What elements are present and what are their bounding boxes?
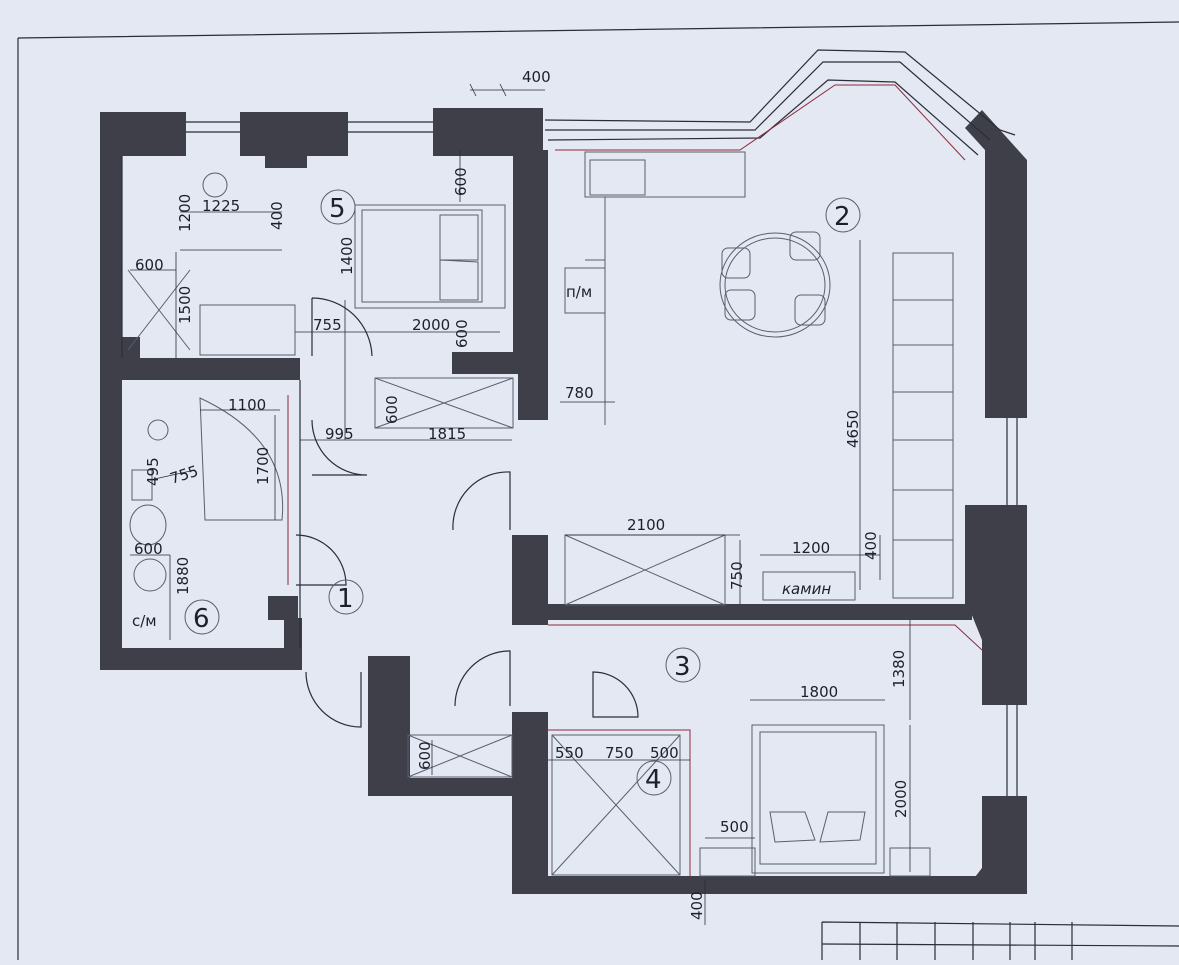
dim-2100: 2100 bbox=[627, 516, 665, 534]
hall-fixtures bbox=[374, 377, 514, 778]
room6-fixtures bbox=[129, 397, 284, 592]
windows bbox=[121, 49, 1018, 796]
dim-495: 495 bbox=[144, 457, 162, 486]
dim-1800: 1800 bbox=[800, 683, 838, 701]
dim-400-r2: 400 bbox=[862, 531, 880, 560]
dim-1200-r5: 1200 bbox=[176, 194, 194, 232]
dim-500-r4: 500 bbox=[650, 744, 679, 762]
dim-500-r3: 500 bbox=[720, 818, 749, 836]
dim-550: 550 bbox=[555, 744, 584, 762]
room-number-5: 5 bbox=[329, 194, 346, 224]
dim-1815: 1815 bbox=[428, 425, 466, 443]
dim-600-r5-top: 600 bbox=[452, 167, 470, 196]
room-number-1: 1 bbox=[337, 584, 354, 614]
dim-2000-r5: 2000 bbox=[412, 316, 450, 334]
dim-600-corridor: 600 bbox=[416, 741, 434, 770]
label-su: с/м bbox=[132, 612, 157, 630]
dim-2000-r3: 2000 bbox=[892, 780, 910, 818]
dim-1200-r2: 1200 bbox=[792, 539, 830, 557]
dim-1400: 1400 bbox=[338, 237, 356, 275]
dim-750-r4: 750 bbox=[605, 744, 634, 762]
room2-furniture bbox=[564, 151, 954, 606]
room-number-4: 4 bbox=[645, 765, 662, 795]
dim-1100: 1100 bbox=[228, 396, 266, 414]
dim-4650: 4650 bbox=[844, 410, 862, 448]
room5-furniture bbox=[127, 172, 506, 356]
room-number-3: 3 bbox=[674, 652, 691, 682]
walls bbox=[100, 108, 1027, 894]
drawing-frame bbox=[17, 21, 1179, 960]
dim-755-r5: 755 bbox=[313, 316, 342, 334]
dim-755-r6: 755 bbox=[168, 462, 201, 488]
dim-600-r5-left: 600 bbox=[135, 256, 164, 274]
dim-750-r2: 750 bbox=[728, 561, 746, 590]
dimension-lines bbox=[130, 83, 911, 925]
dim-600-r6: 600 bbox=[134, 540, 163, 558]
dim-780: 780 bbox=[565, 384, 594, 402]
dim-1880: 1880 bbox=[174, 557, 192, 595]
dim-400-bottom: 400 bbox=[688, 891, 706, 920]
dim-600-hall: 600 bbox=[383, 395, 401, 424]
room3-furniture bbox=[551, 724, 931, 877]
dim-995: 995 bbox=[325, 425, 354, 443]
dim-400-r5: 400 bbox=[268, 201, 286, 230]
label-pm: п/м bbox=[566, 283, 592, 301]
doors bbox=[295, 297, 639, 728]
room-labels: п/м камин с/м bbox=[132, 283, 831, 630]
title-block bbox=[821, 921, 1179, 960]
room-number-6: 6 bbox=[193, 604, 210, 634]
dim-1380: 1380 bbox=[890, 650, 908, 688]
room-numbers: 5 2 1 6 3 4 bbox=[184, 189, 861, 796]
room-number-2: 2 bbox=[834, 202, 851, 232]
dim-1500: 1500 bbox=[176, 286, 194, 324]
inner-outline bbox=[287, 84, 983, 878]
dim-1700: 1700 bbox=[254, 447, 272, 485]
label-kamin: камин bbox=[782, 580, 831, 598]
dim-600-r5-right: 600 bbox=[453, 319, 471, 348]
dim-1225: 1225 bbox=[202, 197, 240, 215]
dim-400-top: 400 bbox=[522, 68, 551, 86]
